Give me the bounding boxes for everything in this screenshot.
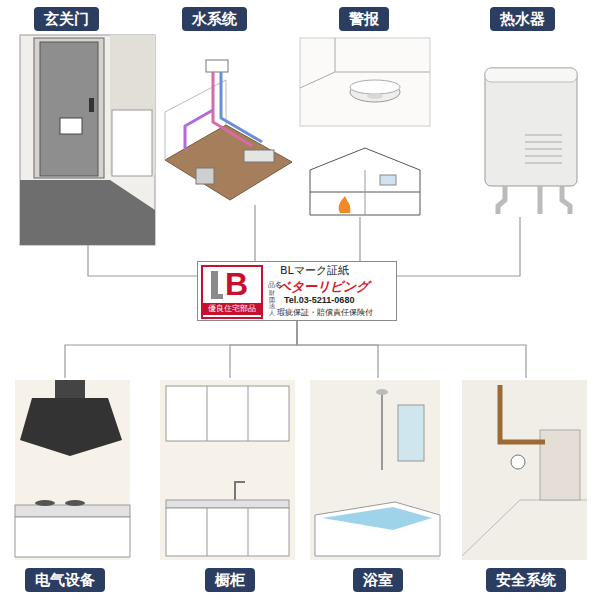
range-hood [20, 398, 122, 456]
org-type: 財団法人 [269, 290, 275, 316]
house-wall [365, 170, 366, 215]
connector-line [230, 321, 297, 378]
connector-line [65, 321, 297, 378]
category-panel: 浴室 [310, 378, 440, 596]
category-panel: 玄关门 [20, 5, 155, 245]
category-badge: 水系统 [182, 7, 247, 31]
connector-line [359, 217, 360, 261]
vent-line [525, 163, 562, 164]
paper-holder [511, 455, 525, 469]
connector-line [397, 217, 520, 276]
logo-bar [211, 294, 223, 299]
hot-pipe [213, 72, 252, 146]
sink-unit [244, 150, 274, 162]
corridor-ground [462, 380, 587, 560]
bathroom-ground [310, 380, 440, 560]
water-heater-top [485, 68, 577, 82]
handrail [500, 385, 545, 442]
water-meter [206, 60, 228, 72]
vent-line [525, 149, 562, 150]
vent-line [525, 135, 562, 136]
warranty-note: 瑕疵保証・賠償責任保険付 [277, 308, 373, 318]
vent-line [525, 156, 562, 157]
category-panel: 水系统 [160, 5, 295, 205]
cooktop-burner [35, 500, 55, 506]
door-frame [34, 38, 104, 178]
water-heater-vents [525, 135, 562, 163]
door-panel-ground [20, 35, 155, 245]
water-appliance [196, 168, 214, 184]
category-badge: 橱柜 [205, 568, 255, 592]
category-badge: 浴室 [353, 568, 403, 592]
heater-pipe [498, 186, 505, 214]
house-outline [310, 148, 420, 215]
smoke-detector-sensor [367, 93, 383, 99]
category-panel: 电气设备 [15, 378, 130, 596]
kitchen-counter [15, 505, 130, 517]
bathtub [315, 502, 440, 556]
category-badge: 电气设备 [25, 568, 105, 592]
logo-caption: 優良住宅部品 [203, 303, 261, 315]
door-handle [89, 98, 94, 112]
entrance-floor [20, 180, 155, 245]
cabinet-door-line [248, 386, 249, 441]
corridor-line [462, 500, 587, 556]
bl-logo: B 優良住宅部品 [201, 265, 263, 319]
ceiling-edge [335, 72, 430, 73]
kitchen-ground [15, 380, 130, 560]
cabinet-door-line [207, 508, 208, 556]
category-badge: 安全系统 [486, 568, 566, 592]
category-badge: 玄关门 [34, 7, 99, 31]
wall-cabinet [166, 386, 289, 441]
phone-number: Tel.03-5211-0680 [284, 295, 354, 306]
door-intercom [60, 118, 82, 134]
category-badge: 警报 [339, 7, 389, 31]
cabinet-door-line [207, 386, 208, 441]
connector-line [297, 321, 378, 378]
hood-duct [55, 380, 85, 398]
cold-pipe [221, 72, 262, 142]
cabinet-door-line [248, 508, 249, 556]
label-title: BLマーク証紙 [280, 265, 349, 277]
category-panel: 橱柜 [160, 378, 295, 596]
bath-mirror [398, 405, 424, 461]
water-heater-body [485, 68, 577, 186]
shoe-cabinet [112, 110, 152, 176]
branch-pipe [185, 110, 213, 150]
cabinet-ground [160, 380, 295, 560]
base-cabinet [166, 508, 289, 556]
heater-pipe [538, 186, 543, 214]
door-side-wall [110, 35, 155, 175]
connector-line [254, 205, 255, 261]
category-panel: 热水器 [478, 5, 583, 217]
org-name: ベターリビング [278, 279, 369, 294]
category-panel: 安全系统 [462, 378, 587, 596]
category-badge: 热水器 [490, 7, 555, 31]
certification-label: B優良住宅部品BLマーク証紙品名財団法人ベターリビングTel.03-5211-0… [197, 261, 397, 321]
connector-line [297, 321, 526, 378]
room-corner [300, 38, 335, 88]
shower-head [376, 389, 388, 395]
shower-rod [381, 392, 383, 470]
cooktop-burner [65, 500, 85, 506]
sink-counter [166, 500, 289, 508]
vent-line [525, 142, 562, 143]
fire-flame [339, 196, 351, 213]
house-room-device [380, 175, 396, 185]
connector-line [88, 245, 197, 276]
faucet [235, 482, 245, 500]
heater-pipe [562, 186, 570, 214]
house-wall-line [165, 80, 226, 160]
smoke-detector-top [350, 80, 400, 94]
logo-letter: B [225, 268, 248, 300]
ceiling-room [300, 38, 430, 126]
lower-cabinet [15, 517, 130, 557]
corridor-door [540, 430, 580, 500]
category-panel: 警报 [300, 5, 430, 217]
bath-water [322, 507, 432, 530]
door-leaf [40, 42, 98, 176]
